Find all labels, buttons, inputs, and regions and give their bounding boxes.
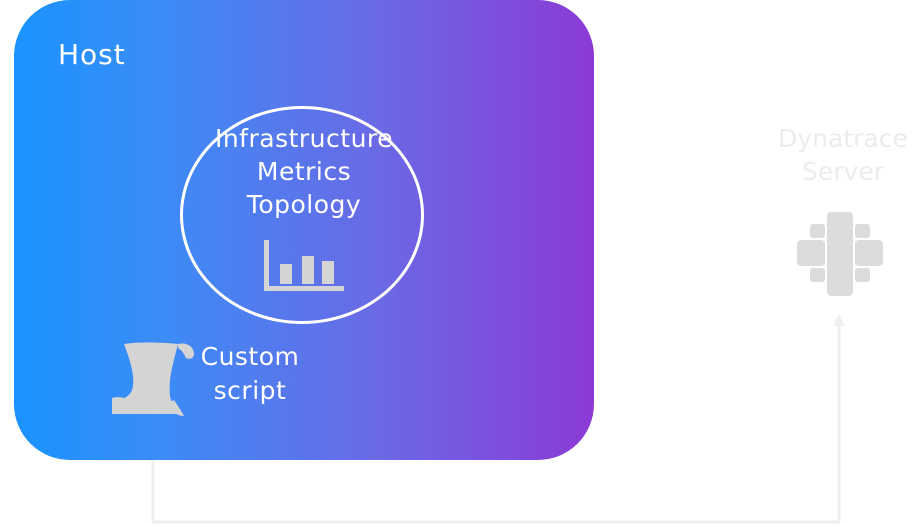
script-label-custom: Custom: [200, 342, 300, 371]
metrics-circle: [180, 106, 424, 324]
metrics-label-metrics: Metrics: [256, 157, 352, 186]
dynatrace-server-icon: [797, 212, 883, 296]
host-title: Host: [58, 38, 126, 71]
metrics-label-infrastructure: Infrastructure: [214, 124, 394, 153]
connector-line: [151, 322, 841, 524]
bar-chart-icon: [264, 240, 344, 291]
connector-arrowhead: [833, 314, 845, 326]
server-label-server: Server: [802, 157, 884, 186]
script-label-script: script: [213, 376, 287, 405]
server-label-dynatrace: Dynatrace: [778, 124, 908, 153]
scroll-icon: [112, 342, 194, 416]
metrics-label-topology: Topology: [246, 190, 362, 219]
